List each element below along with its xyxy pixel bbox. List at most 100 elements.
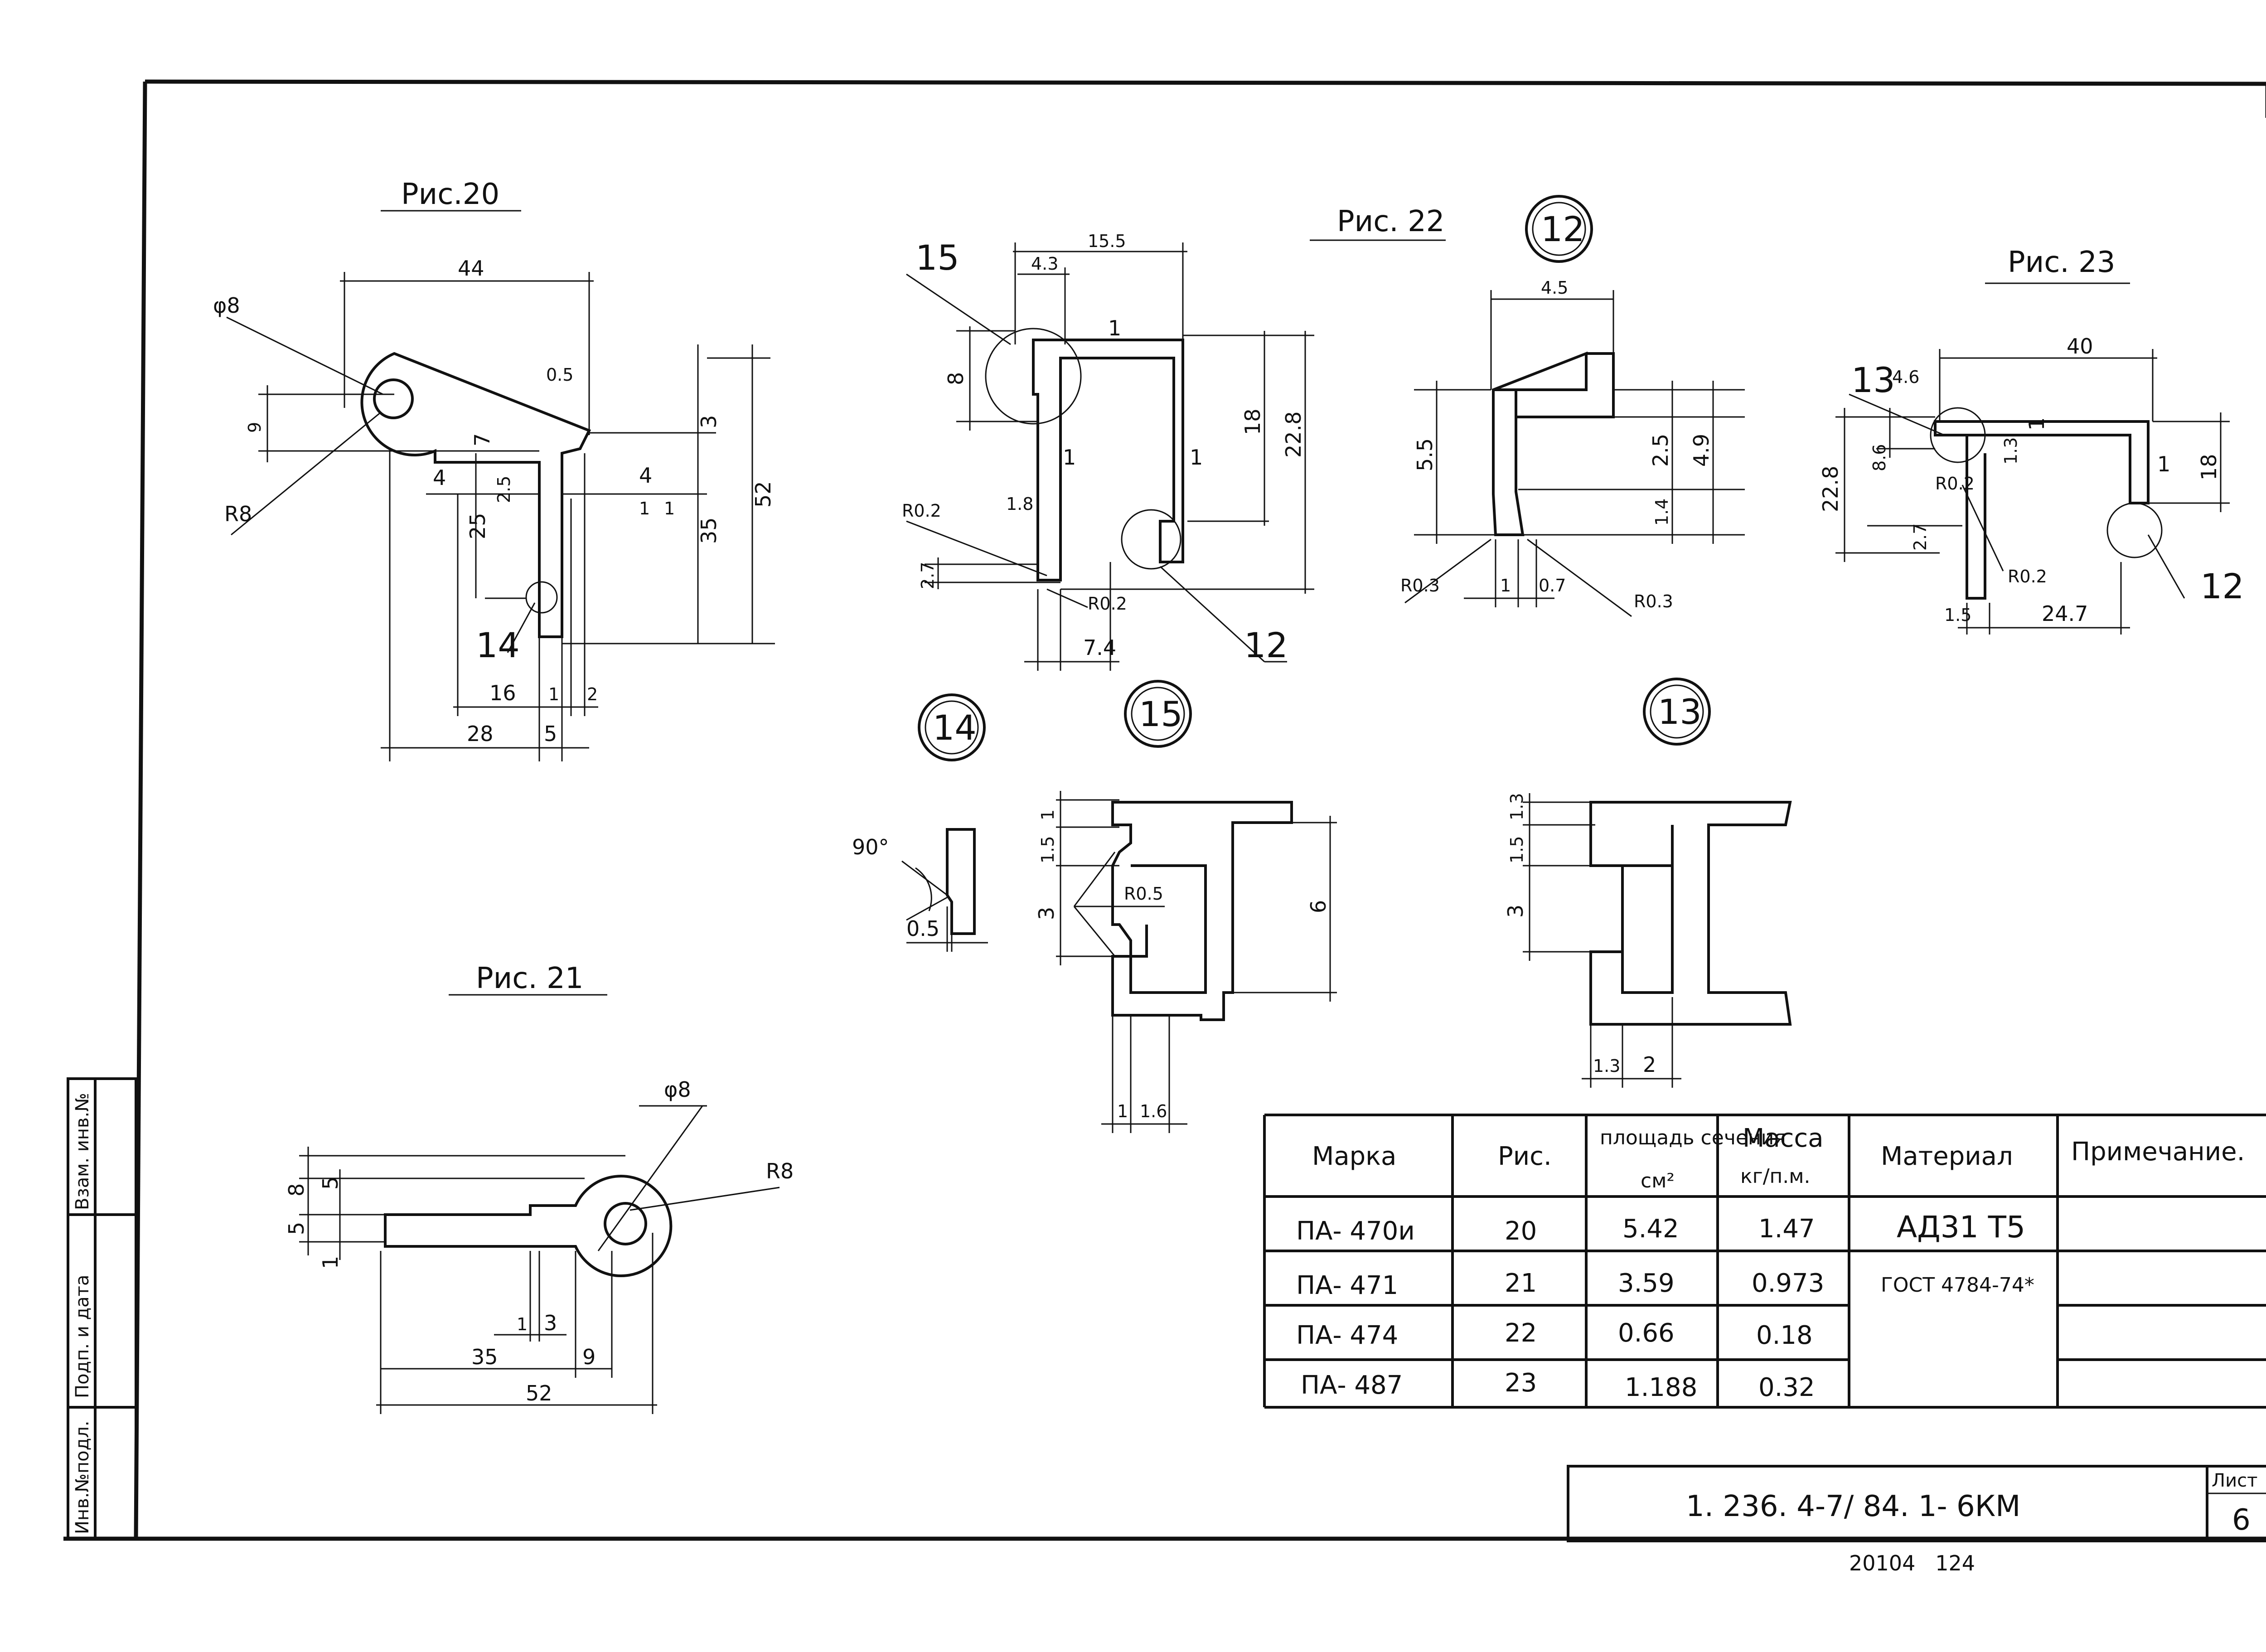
fig23-dim-1a: 1 — [2024, 417, 2049, 431]
p12-dim-4-9: 4.9 — [1689, 434, 1714, 467]
fig22-dim-1-8: 1.8 — [1006, 494, 1033, 514]
sheet-frame — [63, 79, 2266, 1541]
stamp-inv-label: Инв.№подл. — [72, 1420, 93, 1534]
fig23-dim-22-8: 22.8 — [1818, 466, 1843, 512]
figure-21: Рис. 21 φ8 R8 5 8 5 1 1 3 35 9 52 — [284, 962, 794, 1414]
table-material: АД31 Т5 — [1897, 1210, 2025, 1245]
fig20-dim-0-5: 0.5 — [546, 365, 573, 385]
sheet-number: 6 — [2232, 1503, 2251, 1537]
p12-dim-1-4: 1.4 — [1652, 499, 1672, 526]
fig22-dim-1b: 1 — [1063, 445, 1076, 470]
fig22-dim-2-7: 2.7 — [918, 562, 938, 589]
row3-mark: ПА- 474 — [1296, 1321, 1398, 1350]
row2-mark: ПА- 471 — [1296, 1271, 1398, 1300]
detail-12-profile: 12 4.5 5.5 2.5 4.9 1.4 R0.3 1 0.7 R0.3 — [1400, 195, 1745, 617]
table-header-mass: Масса — [1743, 1124, 1824, 1153]
detail-15: 15 1.5 1 3 R0.5 6 1 1.6 — [1034, 680, 1337, 1133]
fig20-dim-7: 7 — [470, 433, 494, 446]
detail13-dim-3: 3 — [1503, 905, 1528, 918]
row2-fig: 21 — [1505, 1269, 1537, 1298]
fig22-dim-22-8: 22.8 — [1281, 412, 1306, 458]
fig22-title: Рис. 22 — [1337, 205, 1445, 238]
fig20-dim-r8: R8 — [224, 502, 252, 526]
row3-fig: 22 — [1505, 1318, 1537, 1348]
fig23-dim-r0-2b: R0.2 — [2008, 567, 2047, 586]
detail13-dim-1-5: 1.5 — [1507, 836, 1527, 863]
fig20-dim-52: 52 — [751, 481, 775, 508]
fig22-dim-4-3: 4.3 — [1031, 254, 1058, 274]
detail15-dim-1-6: 1.6 — [1140, 1101, 1167, 1121]
fig20-title: Рис.20 — [401, 178, 499, 211]
detail15-dim-3: 3 — [1034, 907, 1059, 920]
fig21-dim-3: 3 — [544, 1311, 557, 1335]
detail15-dim-1: 1 — [1038, 809, 1058, 820]
fig22-dim-7-4: 7.4 — [1083, 635, 1116, 660]
fig20-dim-25: 25 — [465, 513, 490, 539]
fig21-title: Рис. 21 — [476, 962, 584, 995]
table-material-standard: ГОСТ 4784-74* — [1881, 1274, 2034, 1297]
fig23-callout-13: 13 — [1851, 360, 1895, 400]
fig23-dim-2-7: 2.7 — [1910, 523, 1930, 551]
detail-13: 13 1.3 1.5 3 1.3 2 — [1503, 678, 1792, 1088]
p12-dim-r0-3b: R0.3 — [1634, 591, 1673, 611]
spec-table: Марка Рис. площадь сечения см² Масса кг/… — [1263, 1114, 2266, 1409]
fig23-callout-12: 12 — [2200, 566, 2244, 606]
detail15-dim-1-5: 1.5 — [1038, 836, 1058, 863]
table-header-material: Материал — [1881, 1142, 2013, 1171]
fig23-dim-1b: 1 — [2157, 452, 2170, 476]
fig20-dim-dia8: φ8 — [213, 293, 240, 318]
fig22-dim-r0-2a: R0.2 — [902, 501, 941, 521]
p12-dim-2-5: 2.5 — [1648, 434, 1673, 467]
stamp-sign-label: Подп. и дата — [72, 1275, 93, 1398]
p12-dim-1: 1 — [1500, 576, 1511, 596]
fig23-dim-1-5: 1.5 — [1944, 605, 1971, 625]
fig20-callout-14: 14 — [476, 625, 520, 665]
callout-12: 12 — [1541, 209, 1585, 249]
p12-dim-5-5: 5.5 — [1413, 438, 1437, 471]
fig20-dim-1b: 1 — [664, 499, 675, 518]
document-code: 1. 236. 4-7/ 84. 1- 6КМ — [1686, 1490, 2020, 1523]
table-header-mass-unit: кг/п.м. — [1740, 1165, 1810, 1188]
fig22-dim-1a: 1 — [1108, 316, 1121, 340]
fig20-dim-9: 9 — [245, 422, 265, 433]
fig20-dim-2-5: 2.5 — [494, 476, 514, 503]
table-header-fig: Рис. — [1498, 1142, 1552, 1171]
fig22-dim-1c: 1 — [1190, 445, 1203, 470]
detail-14: 14 90° 0.5 — [852, 693, 988, 952]
fig21-dim-dia8: φ8 — [664, 1077, 691, 1102]
row2-area: 3.59 — [1618, 1269, 1675, 1298]
fig22-dim-18: 18 — [1240, 408, 1265, 435]
fig20-dim-5: 5 — [544, 722, 557, 746]
fig21-dim-8: 8 — [284, 1183, 309, 1197]
fig20-dim-35: 35 — [697, 517, 721, 544]
detail14-dim-90: 90° — [852, 835, 889, 859]
table-header-note: Примечание. — [2071, 1137, 2245, 1167]
fig21-dim-5b: 5 — [284, 1222, 309, 1235]
p12-dim-r0-3a: R0.3 — [1400, 576, 1440, 596]
row3-mass: 0.18 — [1756, 1321, 1813, 1350]
fig21-dim-9: 9 — [582, 1345, 596, 1369]
title-block: 1. 236. 4-7/ 84. 1- 6КМ Лист 6 20104 124 — [1567, 1465, 2266, 1575]
detail13-dim-1-3a: 1.3 — [1507, 793, 1527, 820]
fig20-dim-28: 28 — [467, 722, 494, 746]
row4-mass: 0.32 — [1758, 1373, 1815, 1402]
callout-14: 14 — [933, 707, 977, 748]
detail13-dim-1-3b: 1.3 — [1593, 1056, 1620, 1076]
detail15-dim-6: 6 — [1306, 900, 1331, 913]
row4-fig: 23 — [1505, 1368, 1537, 1398]
fig20-dim-2: 2 — [587, 684, 598, 704]
fig22-callout-15: 15 — [915, 237, 959, 278]
fig23-dim-4-6: 4.6 — [1892, 367, 1919, 387]
row1-mark: ПА- 470и — [1296, 1216, 1415, 1246]
detail13-dim-2: 2 — [1643, 1052, 1656, 1077]
row1-mass: 1.47 — [1758, 1214, 1815, 1244]
fig22-callout-12: 12 — [1244, 625, 1288, 665]
stamp-swap-label: Взам. инв.№ — [72, 1093, 93, 1210]
fig21-dim-35: 35 — [471, 1345, 498, 1369]
fig20-dim-44: 44 — [458, 256, 484, 281]
fig20-dim-3: 3 — [697, 415, 721, 428]
row2-mass: 0.973 — [1752, 1269, 1824, 1298]
fig22-dim-8: 8 — [944, 372, 968, 385]
